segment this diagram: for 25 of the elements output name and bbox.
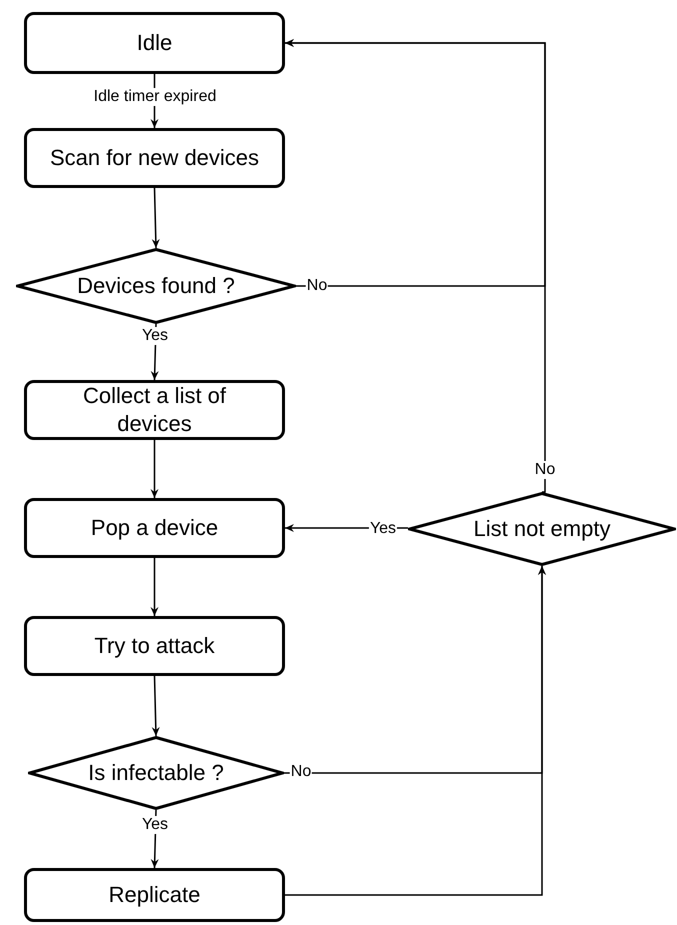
- arrow: [152, 188, 160, 248]
- process-box: [24, 128, 285, 188]
- arrow: [285, 566, 546, 896]
- arrow: [150, 558, 158, 616]
- node-label: List not empty: [474, 515, 610, 543]
- arrow: [152, 676, 160, 736]
- process-box: [24, 868, 285, 922]
- edge-label: Yes: [140, 327, 170, 345]
- node-label: Replicate: [108, 881, 200, 909]
- node-label: Devices found ?: [77, 272, 235, 300]
- edge-label: Idle timer expired: [92, 88, 218, 106]
- arrow: [150, 440, 158, 498]
- node-label: Is infectable ?: [88, 759, 224, 787]
- edge-label: Yes: [140, 816, 170, 834]
- node-label: Idle: [136, 29, 172, 57]
- edge-label: No: [534, 461, 556, 479]
- process-box: [24, 616, 285, 676]
- node-label: Scan for new devices: [50, 144, 260, 172]
- arrow: [285, 39, 546, 493]
- process-box: [24, 12, 285, 74]
- node-label: Pop a device: [90, 514, 218, 542]
- process-box: [24, 498, 285, 558]
- process-box: [24, 380, 285, 440]
- node-label: Try to attack: [94, 632, 215, 660]
- node-label: Collect a list of devices: [82, 382, 228, 438]
